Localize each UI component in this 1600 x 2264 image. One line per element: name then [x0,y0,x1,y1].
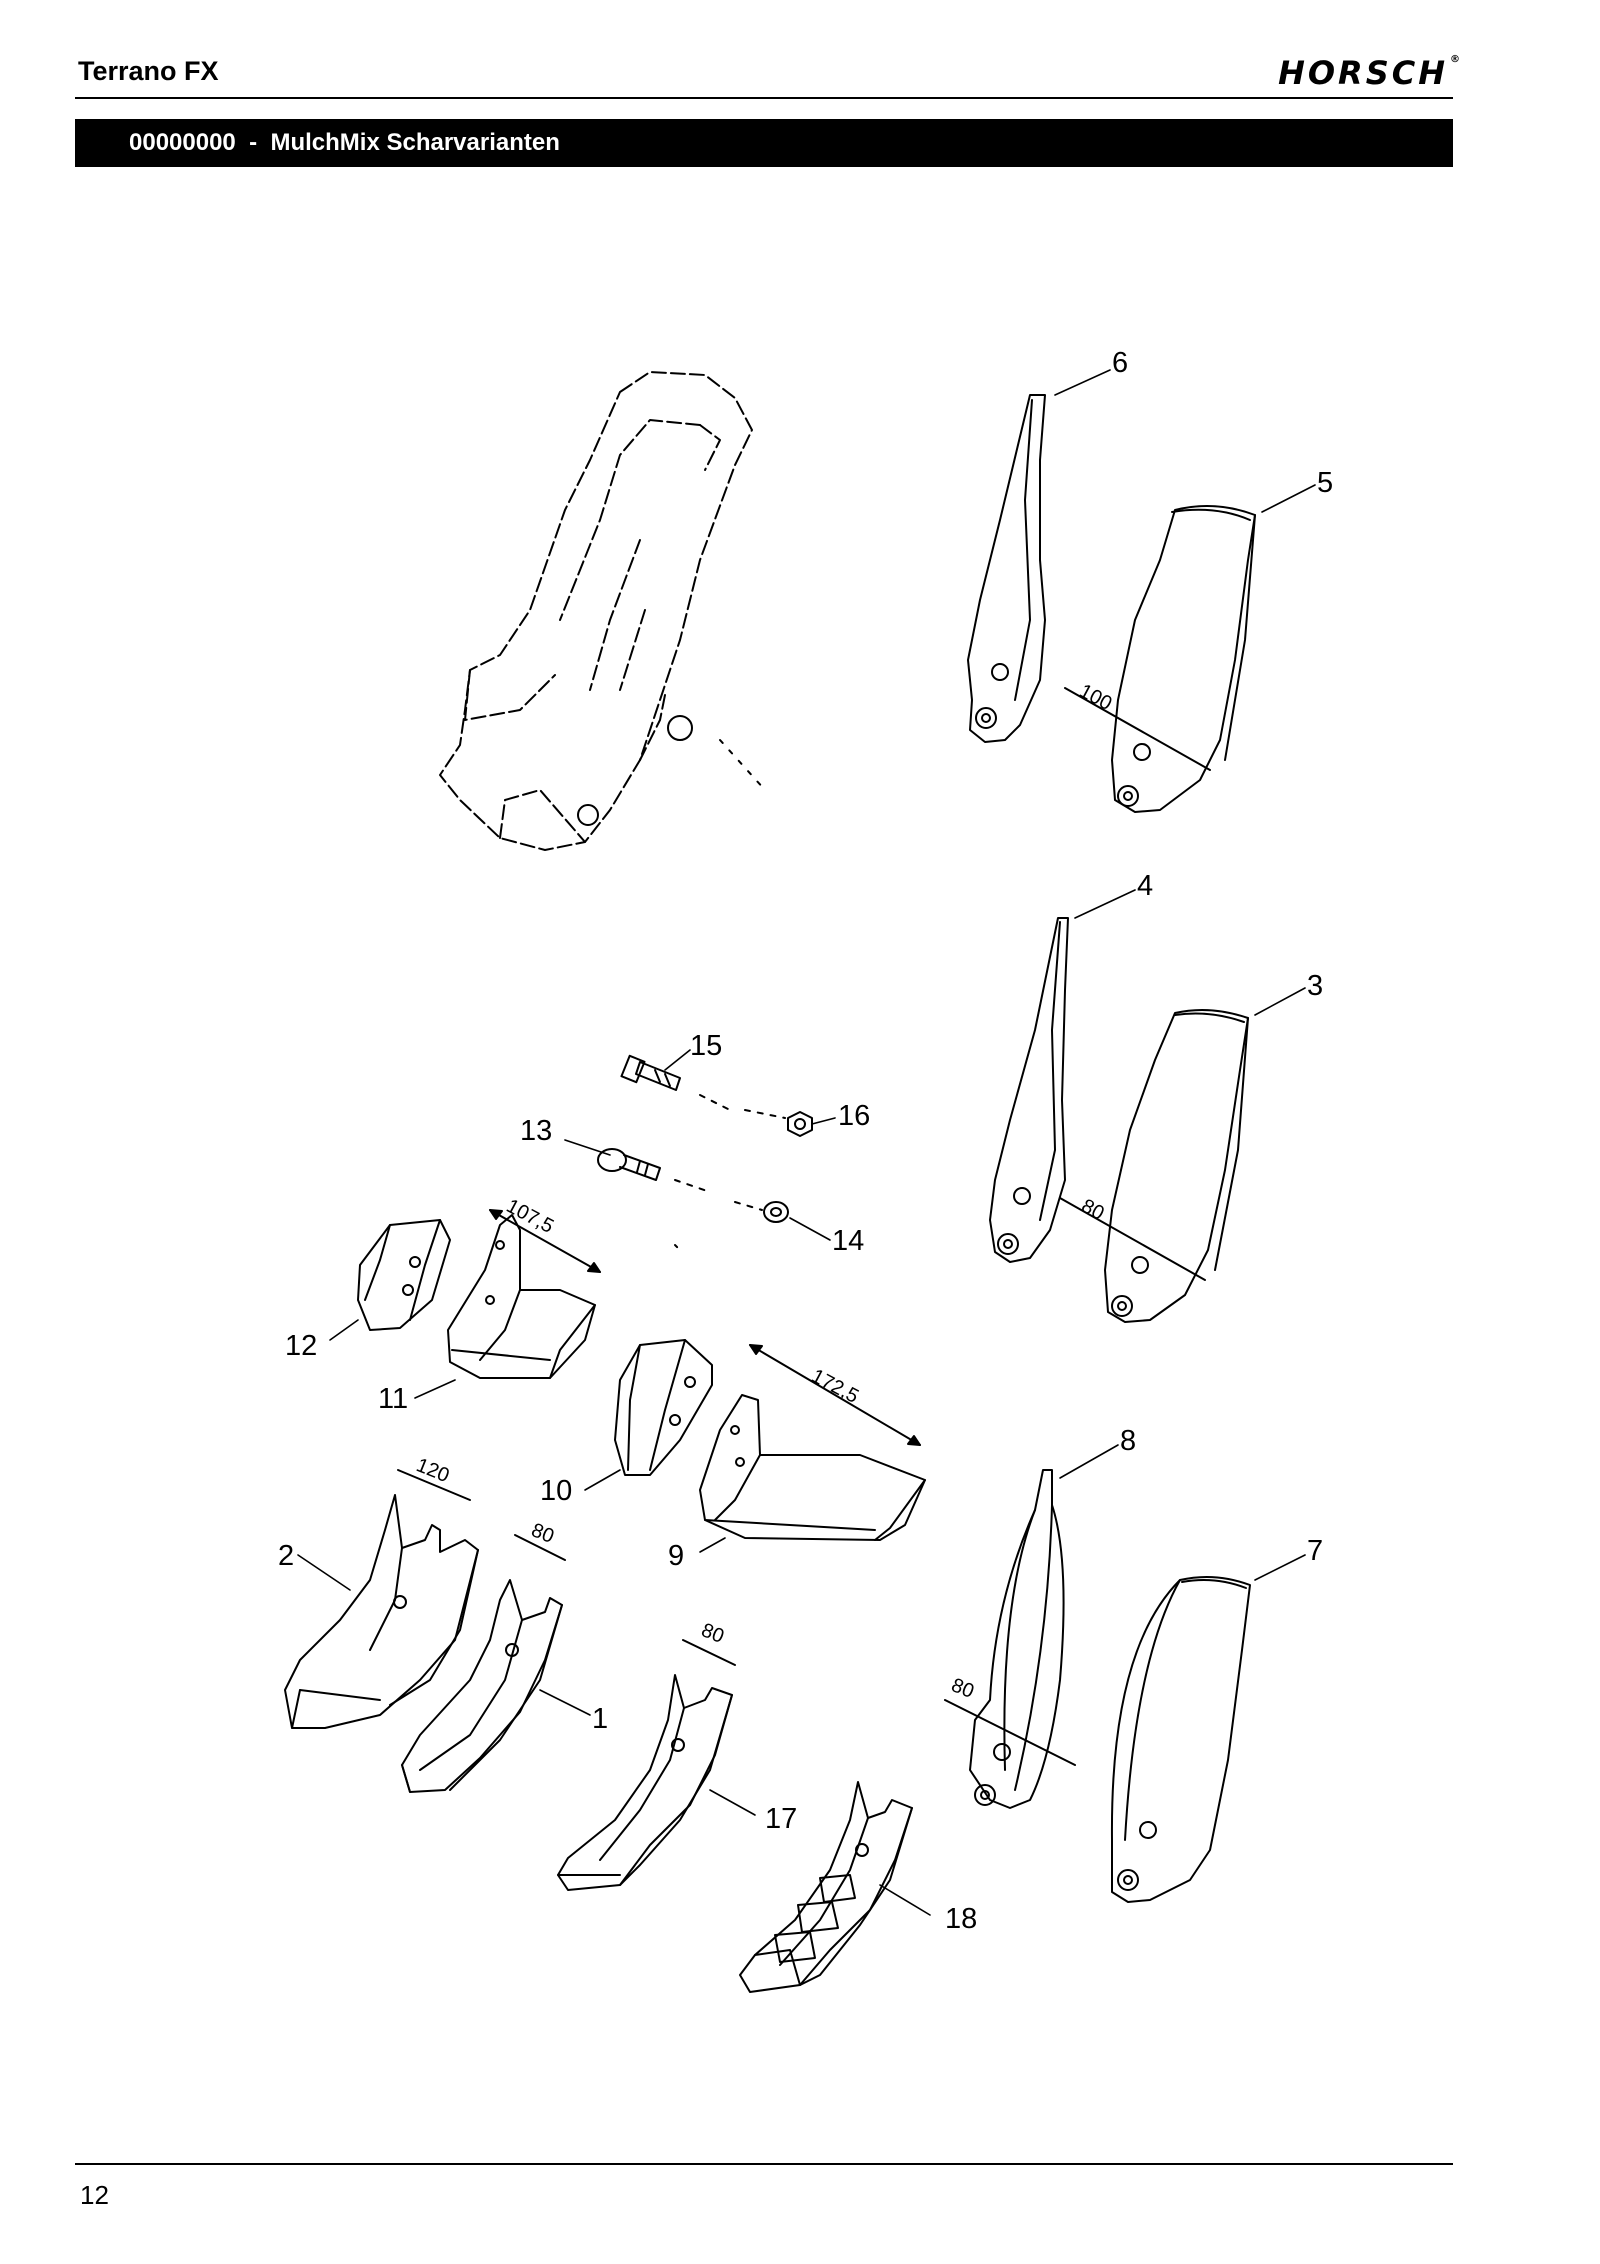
bolt-15 [620,1054,731,1111]
registered-mark: ® [1450,54,1460,65]
dimension-label: 120 [413,1454,452,1487]
curved-plate-5 [1111,505,1256,813]
callout-8: 8 [1120,1425,1136,1457]
carriage-bolt-13 [597,1148,711,1193]
nut-16 [744,1109,813,1137]
bracket-bolt-hole [577,804,599,826]
header-divider [75,97,1453,99]
brand-name: HORSCH [1278,54,1448,92]
dimension-label: 172,5 [808,1365,863,1408]
callout-3: 3 [1307,970,1323,1002]
callout-15: 15 [690,1030,722,1062]
callout-10: 10 [540,1475,572,1507]
curved-plate-3 [1104,1009,1249,1323]
callout-11: 11 [378,1383,408,1415]
callout-4: 4 [1137,870,1153,902]
callout-9: 9 [668,1540,684,1572]
dimension-label: 80 [698,1619,727,1648]
guide-plate-6 [967,394,1046,743]
section-heading: 00000000 - MulchMix Scharvarianten [75,119,1453,167]
carbide-share-18 [739,1781,913,1993]
callout-7: 7 [1307,1535,1323,1567]
callout-6: 6 [1112,347,1128,379]
dimension-label: 100 [1076,680,1116,715]
point-share-2 [284,1494,479,1729]
callout-2: 2 [278,1540,294,1572]
callout-14: 14 [832,1225,864,1257]
section-code: 00000000 [129,129,236,156]
dimension-lines [397,1209,921,1666]
point-share-1 [401,1579,563,1793]
callout-1: 1 [592,1703,608,1735]
callout-5: 5 [1317,467,1333,499]
wing-share-11 [447,1214,596,1379]
dimension-line [1059,1197,1206,1281]
tine-holder-bracket [439,371,753,851]
section-separator: - [249,129,258,156]
callout-18: 18 [945,1903,977,1935]
callout-16: 16 [838,1100,870,1132]
curved-plate-7 [1110,1576,1251,1903]
washer-14 [734,1201,789,1223]
footer-divider [75,2163,1453,2165]
dimension-label: 80 [1078,1195,1108,1225]
mounting-plate-10 [614,1339,713,1476]
callout-12: 12 [285,1330,317,1362]
section-title: MulchMix Scharvarianten [270,129,560,156]
page-number: 12 [80,2180,109,2210]
straight-share-17 [557,1674,733,1891]
wing-share-9 [699,1394,926,1541]
dimension-line [944,1699,1076,1766]
dimension-label: 80 [948,1674,977,1703]
callout-17: 17 [765,1803,797,1835]
document-title: Terrano FX [78,56,219,86]
mounting-plate-12 [357,1219,451,1331]
guide-plate-8 [969,1469,1065,1809]
callout-13: 13 [520,1115,552,1147]
bracket-bolt-hole [667,715,693,741]
dimension-line [1064,687,1211,771]
callout-leaders [297,369,1316,1916]
brand-logo: HORSCH® [1278,54,1460,92]
guide-plate-4 [989,917,1069,1263]
